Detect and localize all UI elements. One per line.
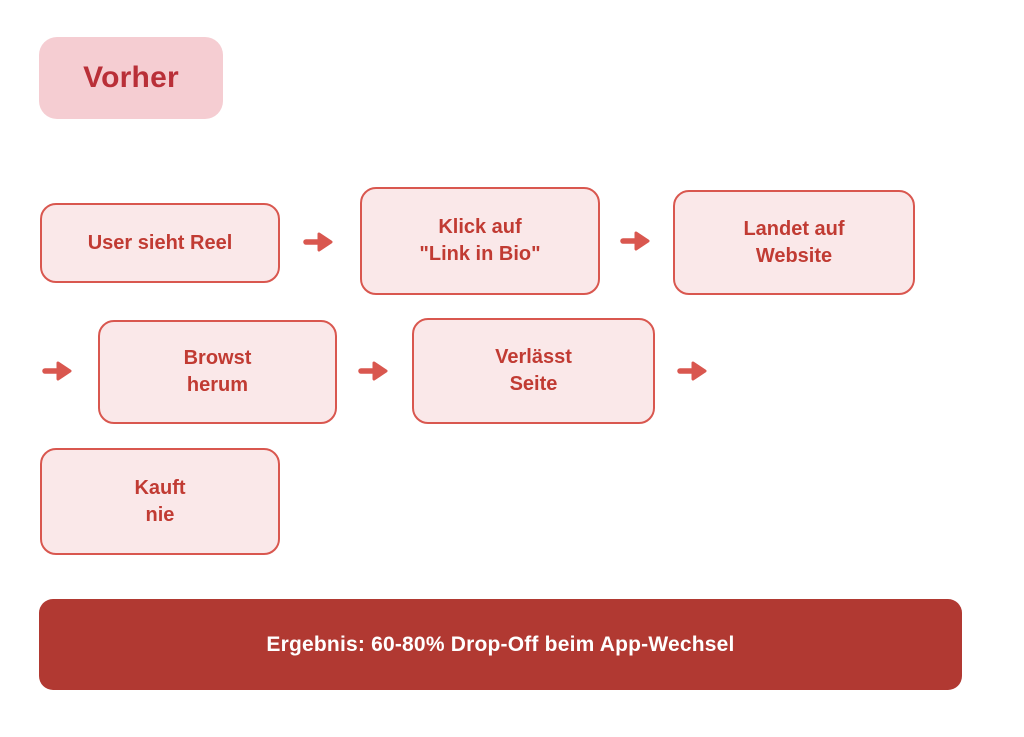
section-badge: Vorher <box>39 37 223 119</box>
arrow-right-icon <box>42 361 72 381</box>
arrow-right-icon <box>620 231 650 251</box>
arrow-right-icon <box>677 361 707 381</box>
result-banner-label: Ergebnis: 60-80% Drop-Off beim App-Wechs… <box>266 632 735 656</box>
flow-box-label: Kauft nie <box>134 476 186 526</box>
flow-box-user-sieht-reel: User sieht Reel <box>40 203 280 283</box>
section-badge-label: Vorher <box>83 61 179 94</box>
flow-box-label: User sieht Reel <box>87 231 233 254</box>
flow-box-landet-auf-website: Landet auf Website <box>673 190 915 295</box>
flow-box-label: Verlässt Seite <box>495 346 572 395</box>
flow-box-label: Landet auf Website <box>743 217 845 267</box>
arrow-right-icon <box>303 232 333 252</box>
flow-box-kauft-nie: Kauft nie <box>40 448 280 555</box>
result-banner: Ergebnis: 60-80% Drop-Off beim App-Wechs… <box>39 599 962 690</box>
flow-box-label: Klick auf "Link in Bio" <box>419 216 541 265</box>
arrow-right-icon <box>358 361 388 381</box>
flow-box-klick-auf-link-in-bio: Klick auf "Link in Bio" <box>360 187 600 295</box>
flow-box-browst-herum: Browst herum <box>98 320 337 424</box>
flow-box-label: Browst herum <box>183 347 252 396</box>
flow-box-verlaesst-seite: Verlässt Seite <box>412 318 655 424</box>
